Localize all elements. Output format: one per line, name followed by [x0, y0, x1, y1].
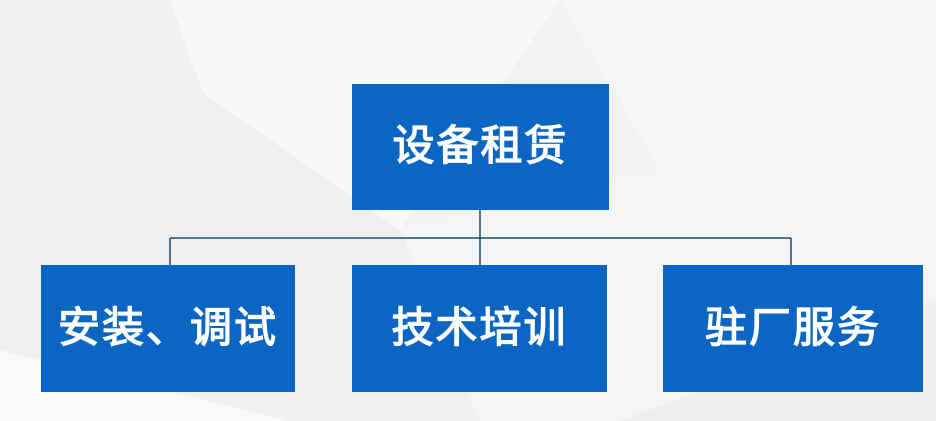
node-onsite-service: 驻厂服务 [663, 265, 923, 392]
node-label: 技术培训 [391, 305, 568, 352]
node-technical-training: 技术培训 [352, 265, 607, 392]
node-installation-debugging: 安装、调试 [41, 265, 295, 392]
node-label: 安装、调试 [57, 305, 278, 352]
node-label: 驻厂服务 [704, 305, 881, 352]
node-label: 设备租赁 [392, 124, 569, 170]
node-equipment-rental: 设备租赁 [352, 84, 609, 210]
